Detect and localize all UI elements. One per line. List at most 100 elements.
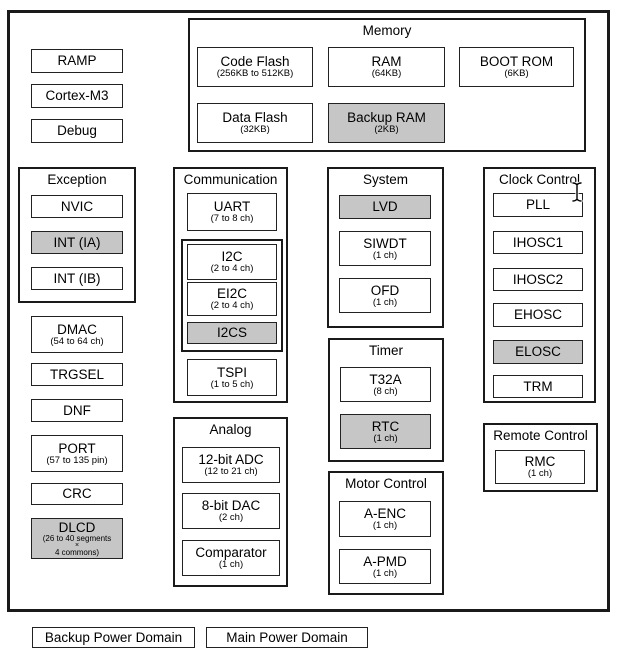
group-motor-control: Motor Control A-ENC (1 ch) A-PMD (1 ch) xyxy=(328,471,444,595)
block-label: IHOSC2 xyxy=(512,271,564,287)
block-label: INT (IB) xyxy=(53,270,101,286)
block-sublabel: (64KB) xyxy=(371,68,402,80)
block-ram: RAM (64KB) xyxy=(328,47,445,87)
block-label: RAM xyxy=(371,54,402,70)
block-t32a: T32A (8 ch) xyxy=(340,367,431,402)
block-label: T32A xyxy=(369,371,402,387)
block-sublabel: (32KB) xyxy=(240,124,270,136)
block-label: UART xyxy=(213,199,251,215)
block-i2c: I2C (2 to 4 ch) xyxy=(187,244,277,280)
block-label: Data Flash xyxy=(222,110,288,126)
block-siwdt: SIWDT (1 ch) xyxy=(339,231,431,266)
group-title: Analog xyxy=(209,422,252,437)
block-sublabel: (12 to 21 ch) xyxy=(204,466,258,478)
block-a-pmd: A-PMD (1 ch) xyxy=(339,549,431,584)
block-label: EI2C xyxy=(216,286,247,302)
block-label: DNF xyxy=(63,402,91,418)
block-label: ELOSC xyxy=(515,344,561,360)
group-remote-control: Remote Control RMC (1 ch) xyxy=(483,423,598,492)
block-a-enc: A-ENC (1 ch) xyxy=(339,501,431,537)
block-sublabel: (2 to 4 ch) xyxy=(210,263,254,275)
block-sublabel: (26 to 40 segments xyxy=(42,534,112,544)
block-int-ia: INT (IA) xyxy=(31,231,123,254)
group-title: Remote Control xyxy=(493,428,588,443)
group-memory: Memory Code Flash (256KB to 512KB) RAM (… xyxy=(188,18,586,152)
block-label: I2CS xyxy=(216,325,247,341)
block-nvic: NVIC xyxy=(31,195,123,218)
group-title: Motor Control xyxy=(345,476,427,491)
block-uart: UART (7 to 8 ch) xyxy=(187,193,277,231)
block-crc: CRC xyxy=(31,483,123,505)
block-label: IHOSC1 xyxy=(512,234,564,250)
legend-main-power-domain: Main Power Domain xyxy=(206,627,368,648)
group-title: Exception xyxy=(47,172,107,187)
block-pll: PLL xyxy=(493,193,583,217)
block-label: SIWDT xyxy=(363,235,407,251)
block-label: EHOSC xyxy=(513,307,562,323)
block-label: INT (IA) xyxy=(53,234,101,250)
group-system: System LVD SIWDT (1 ch) OFD (1 ch) xyxy=(327,167,444,328)
group-communication: Communication UART (7 to 8 ch) I2C (2 to… xyxy=(173,167,288,403)
block-elosc: ELOSC xyxy=(493,340,583,364)
block-sublabel: (2 to 4 ch) xyxy=(210,300,254,312)
block-label: PLL xyxy=(525,197,551,213)
block-sublabel: (8 ch) xyxy=(373,385,398,397)
block-label: DLCD xyxy=(58,519,96,535)
group-title: Memory xyxy=(362,23,412,38)
block-label: BOOT ROM xyxy=(479,54,554,70)
block-label: RAMP xyxy=(57,53,97,69)
block-i2cs: I2CS xyxy=(187,322,277,344)
block-label: DMAC xyxy=(57,321,97,337)
block-label: A-PMD xyxy=(363,553,407,569)
block-label: A-ENC xyxy=(363,506,406,522)
group-exception: Exception NVIC INT (IA) INT (IB) xyxy=(18,167,136,303)
block-sublabel: (1 ch) xyxy=(527,468,553,480)
block-label: I2C xyxy=(221,249,243,265)
group-title: Timer xyxy=(369,343,403,358)
legend-label: Backup Power Domain xyxy=(44,630,183,645)
group-title: System xyxy=(362,172,408,187)
multiply-sign: × xyxy=(74,542,80,550)
block-label: CRC xyxy=(62,486,92,502)
block-sublabel: (1 ch) xyxy=(372,520,398,532)
block-label: Debug xyxy=(57,123,97,139)
block-sublabel: (6KB) xyxy=(504,68,529,80)
legend-backup-power-domain: Backup Power Domain xyxy=(32,627,195,648)
block-ei2c: EI2C (2 to 4 ch) xyxy=(187,282,277,316)
group-analog: Analog 12-bit ADC (12 to 21 ch) 8-bit DA… xyxy=(173,417,288,587)
block-label: Code Flash xyxy=(220,54,290,70)
block-sublabel: (1 ch) xyxy=(372,567,398,579)
group-clock-control: Clock Control PLL IHOSC1 IHOSC2 EHOSC EL… xyxy=(483,167,596,403)
block-port: PORT (57 to 135 pin) xyxy=(31,435,123,472)
block-label: TRGSEL xyxy=(49,366,104,382)
block-ihosc1: IHOSC1 xyxy=(493,231,583,254)
block-ofd: OFD (1 ch) xyxy=(339,278,431,313)
block-label: Comparator xyxy=(195,545,267,561)
block-data-flash: Data Flash (32KB) xyxy=(197,103,313,143)
block-label: Cortex-M3 xyxy=(45,88,109,104)
block-sublabel: (2KB) xyxy=(374,124,399,136)
block-dlcd: DLCD (26 to 40 segments × 4 commons) xyxy=(31,518,123,559)
block-sublabel: (57 to 135 pin) xyxy=(46,454,108,466)
block-label: OFD xyxy=(370,282,400,298)
block-label: 12-bit ADC xyxy=(198,452,264,468)
block-sublabel: (1 ch) xyxy=(372,296,398,308)
group-title: Communication xyxy=(183,172,278,187)
block-label: TRM xyxy=(523,378,553,394)
block-label: TSPI xyxy=(216,364,247,380)
block-sublabel: (1 ch) xyxy=(373,432,398,444)
block-label: Backup RAM xyxy=(347,110,426,126)
block-dmac: DMAC (54 to 64 ch) xyxy=(31,316,123,353)
block-debug: Debug xyxy=(31,119,123,143)
block-trgsel: TRGSEL xyxy=(31,363,123,386)
block-label: 8-bit DAC xyxy=(201,498,261,514)
block-ehosc: EHOSC xyxy=(493,303,583,327)
block-sublabel: (54 to 64 ch) xyxy=(50,335,104,347)
block-label: PORT xyxy=(58,440,96,456)
block-ramp: RAMP xyxy=(31,49,123,73)
group-timer: Timer T32A (8 ch) RTC (1 ch) xyxy=(328,338,444,462)
block-comparator: Comparator (1 ch) xyxy=(182,540,280,576)
block-sublabel: (1 ch) xyxy=(372,249,398,261)
group-i2c-cluster: I2C (2 to 4 ch) EI2C (2 to 4 ch) I2CS xyxy=(181,239,283,352)
